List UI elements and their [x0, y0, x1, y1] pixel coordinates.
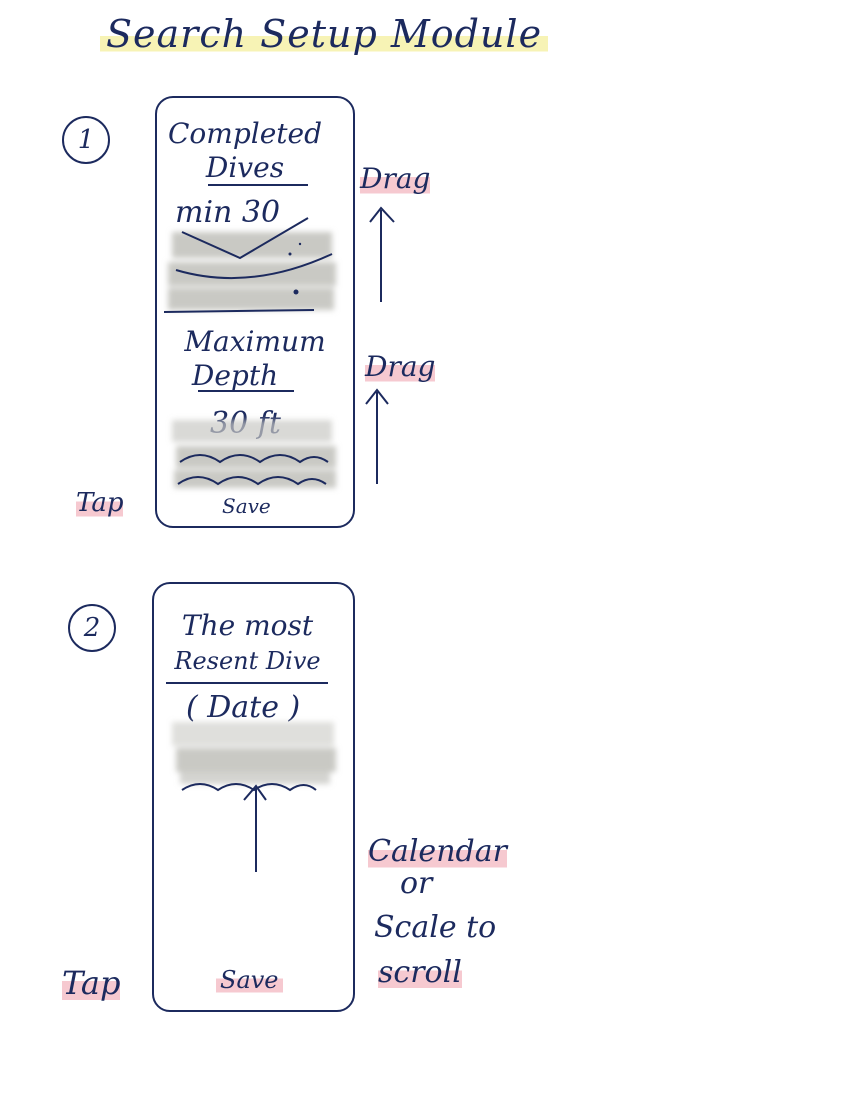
- step-2-number: 2: [68, 604, 116, 652]
- save-button-step-1[interactable]: Save: [222, 494, 271, 518]
- save-button-step-2[interactable]: Save: [216, 966, 283, 994]
- drag-annotation-2: Drag: [365, 350, 436, 383]
- max-depth-label-line2: Depth: [191, 359, 279, 392]
- max-depth-label-line1: Maximum: [184, 325, 326, 358]
- slider-curve: [181, 217, 309, 260]
- step-1-number: 1: [62, 116, 110, 164]
- note-calendar: Calendar: [368, 834, 507, 869]
- slider-shading-completed-dives: [168, 232, 336, 310]
- tap-annotation-step-2: Tap: [62, 964, 121, 1002]
- phone-frame-step-1: [155, 96, 355, 528]
- scroll-arrow: [243, 784, 267, 872]
- note-scroll: scroll: [378, 955, 462, 990]
- recent-dive-value: ( Date ): [186, 690, 301, 725]
- page-title: Search Setup Module: [100, 12, 549, 56]
- label-underline: [198, 390, 294, 392]
- drag-arrow-1: [369, 206, 395, 302]
- recent-dive-label-line2: Resent Dive: [174, 647, 321, 675]
- completed-dives-value: min 30: [175, 195, 281, 230]
- wave-line: [177, 476, 327, 486]
- completed-dives-label-line1: Completed: [167, 117, 323, 150]
- wave-line: [181, 783, 317, 792]
- label-underline: [208, 184, 308, 186]
- tap-annotation-step-1: Tap: [76, 488, 124, 518]
- note-scale-to: Scale to: [374, 910, 497, 945]
- drag-arrow-2: [365, 388, 389, 484]
- slider-curve: [175, 253, 333, 280]
- note-or: or: [400, 866, 433, 901]
- completed-dives-label-line2: Dives: [205, 151, 285, 184]
- wave-line: [179, 454, 329, 464]
- recent-dive-label-line1: The most: [181, 609, 314, 642]
- label-underline: [166, 682, 328, 684]
- drag-annotation-1: Drag: [360, 162, 431, 195]
- phone-frame-step-2: [152, 582, 355, 1012]
- scroll-shading-date: [172, 722, 336, 784]
- slider-baseline: [163, 309, 315, 313]
